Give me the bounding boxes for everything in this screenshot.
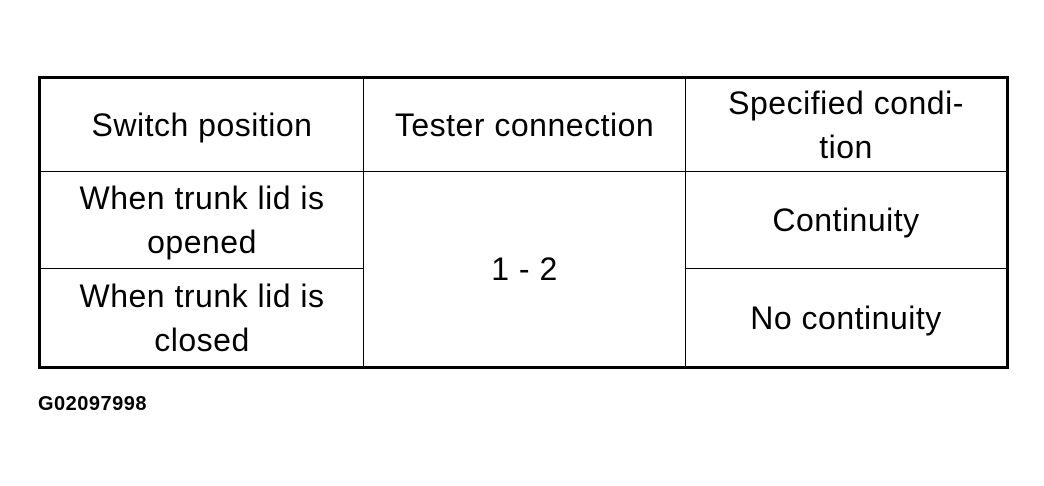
header-tester-connection: Tester connection xyxy=(363,77,686,172)
switch-position-closed-line-1: When trunk lid is xyxy=(79,277,325,314)
table-row-trunk-opened: When trunk lid is opened 1 - 2 Continuit… xyxy=(39,171,1008,368)
cell-tester-connection: 1 - 2 xyxy=(363,171,686,368)
switch-inspection-table: Switch position Tester connection Specif… xyxy=(38,76,1009,369)
switch-position-opened-line-1: When trunk lid is xyxy=(79,180,325,216)
header-specified-condition: Specified condi- tion xyxy=(685,77,1008,172)
switch-position-opened-line-2: opened xyxy=(147,224,257,260)
switch-position-closed-line-2: closed xyxy=(154,321,250,358)
header-switch-position: Switch position xyxy=(39,77,364,172)
figure-id-label: G02097998 xyxy=(38,393,148,415)
cell-condition-opened: Continuity xyxy=(685,171,1008,269)
cell-condition-closed: No continuity xyxy=(685,268,1008,368)
cell-switch-position-closed: When trunk lid is closed xyxy=(39,268,364,368)
cell-switch-position-opened: When trunk lid is opened xyxy=(39,171,364,269)
header-specified-condition-line-1: Specified condi- xyxy=(728,85,964,121)
header-specified-condition-line-2: tion xyxy=(819,129,873,165)
table-header-row: Switch position Tester connection Specif… xyxy=(39,77,1008,172)
table-row-trunk-closed: When trunk lid is closed No continuity xyxy=(39,268,1008,368)
